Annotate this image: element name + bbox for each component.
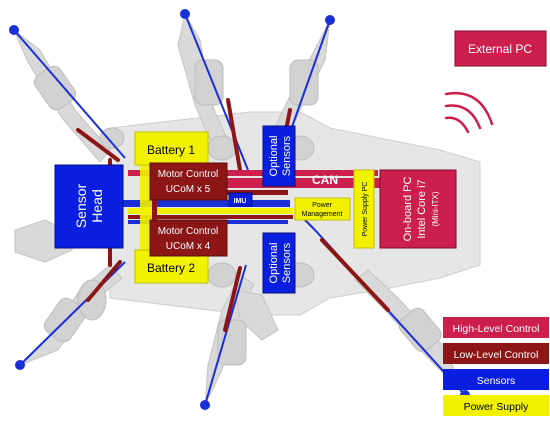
svg-text:UCoM x 4: UCoM x 4 xyxy=(166,241,211,252)
power-management: Power Management xyxy=(294,197,351,221)
svg-text:Battery 1: Battery 1 xyxy=(147,143,195,157)
svg-text:Intel Core i7: Intel Core i7 xyxy=(416,179,428,238)
svg-text:Sensors: Sensors xyxy=(477,375,516,387)
svg-text:Power Supply: Power Supply xyxy=(464,401,530,413)
svg-text:Management: Management xyxy=(302,211,343,218)
svg-text:Sensor: Sensor xyxy=(73,183,89,228)
svg-text:Sensors: Sensors xyxy=(281,135,293,176)
svg-text:Optional: Optional xyxy=(268,243,280,284)
imu: IMU xyxy=(228,192,253,207)
svg-text:UCoM x 5: UCoM x 5 xyxy=(166,184,211,195)
svg-text:On-board PC: On-board PC xyxy=(402,177,414,242)
svg-text:Power Supply PC: Power Supply PC xyxy=(362,182,369,237)
svg-text:High-Level Control: High-Level Control xyxy=(453,323,540,335)
optional-sensors-top: Optional Sensors xyxy=(262,125,296,187)
svg-text:Head: Head xyxy=(89,189,105,222)
svg-text:Power: Power xyxy=(312,202,333,209)
svg-text:Battery 2: Battery 2 xyxy=(147,261,195,275)
svg-text:(Mini-ITX): (Mini-ITX) xyxy=(431,191,440,226)
motor-control-bottom: Motor Control UCoM x 4 xyxy=(149,219,228,257)
svg-text:Motor Control: Motor Control xyxy=(158,169,219,180)
legend-item-low-level-control: Low-Level Control xyxy=(443,343,549,364)
wireless-signal-icon xyxy=(444,91,494,134)
can-bus-label: CAN xyxy=(312,173,338,187)
svg-text:Sensors: Sensors xyxy=(281,242,293,283)
svg-text:External PC: External PC xyxy=(468,42,532,56)
sensor-head: Sensor Head xyxy=(54,164,124,249)
legend-item-sensors: Sensors xyxy=(443,369,549,390)
legend-item-high-level-control: High-Level Control xyxy=(443,317,549,338)
power-supply-pc: Power Supply PC xyxy=(353,169,375,249)
external-pc: External PC xyxy=(454,30,547,67)
optional-sensors-bottom: Optional Sensors xyxy=(262,232,296,294)
legend-item-power-supply: Power Supply xyxy=(443,395,549,416)
svg-text:Low-Level Control: Low-Level Control xyxy=(454,349,539,361)
onboard-pc: On-board PC Intel Core i7 (Mini-ITX) xyxy=(379,169,457,249)
legend: High-Level Control Low-Level Control Sen… xyxy=(443,317,549,416)
svg-text:Motor Control: Motor Control xyxy=(158,226,219,237)
svg-text:Optional: Optional xyxy=(268,136,280,177)
battery-1: Battery 1 xyxy=(134,131,209,166)
motor-control-top: Motor Control UCoM x 5 xyxy=(149,162,228,201)
svg-text:IMU: IMU xyxy=(234,198,247,205)
